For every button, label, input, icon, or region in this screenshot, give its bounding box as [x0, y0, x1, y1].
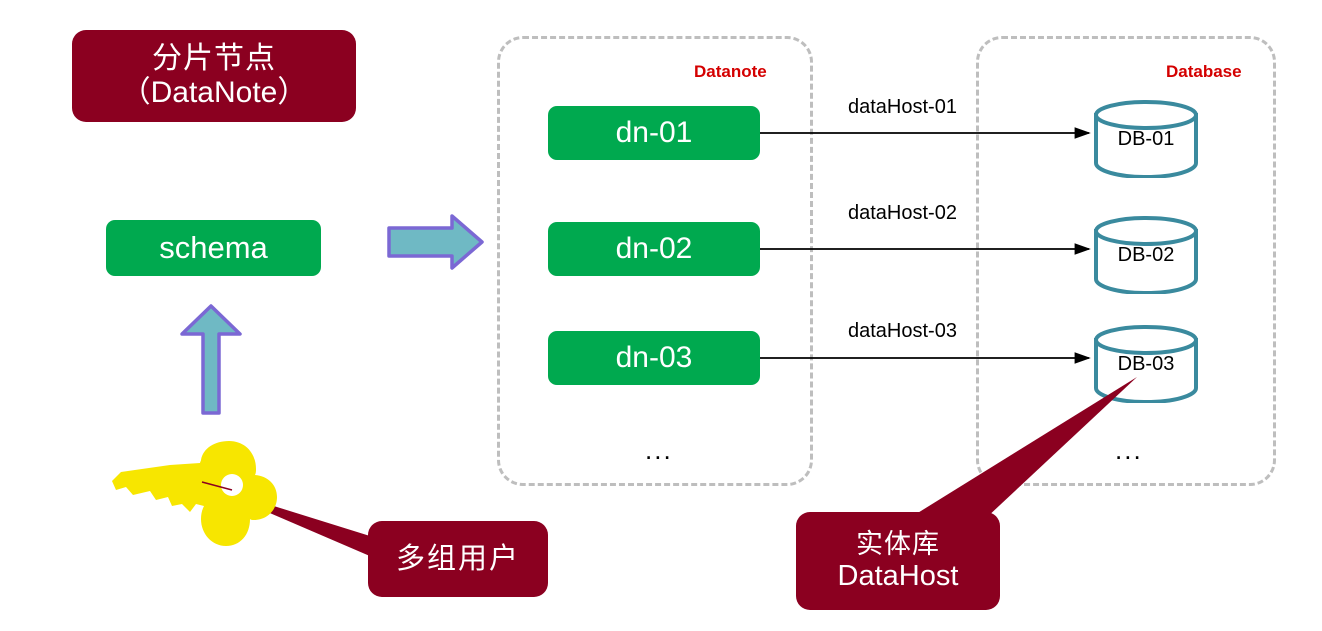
callout-datahost-en-label: DataHost: [837, 559, 959, 592]
database-group-label: Database: [1166, 62, 1242, 81]
connector-label-datahost-02: dataHost-02: [848, 202, 957, 224]
cylinder-icon: [1094, 100, 1198, 179]
datanote-group-container: [497, 36, 813, 486]
callout-users-label: 多组用户: [395, 541, 520, 576]
title-block-en-label: （DataNote）: [120, 76, 308, 109]
title-block-cn-label: 分片节点: [152, 41, 276, 77]
database-cylinder-db-02[interactable]: DB-02: [1092, 216, 1200, 295]
database-ellipsis: ...: [1115, 435, 1143, 465]
schema-box[interactable]: schema: [106, 220, 321, 276]
users-to-schema-arrow: [180, 304, 242, 415]
database-cylinder-db-03[interactable]: DB-03: [1092, 325, 1200, 404]
callout-users-pointer-line: [201, 481, 233, 491]
datanote-node-dn-02[interactable]: dn-02: [548, 222, 760, 276]
database-cylinder-db-01[interactable]: DB-01: [1092, 100, 1200, 179]
datanote-node-dn-01[interactable]: dn-01: [548, 106, 760, 160]
datanote-group-label: Datanote: [694, 62, 767, 81]
cylinder-icon: [1094, 325, 1198, 404]
cylinder-icon: [1094, 216, 1198, 295]
callout-datahost-cn-label: 实体库: [856, 528, 940, 560]
callout-multiple-user-groups: 多组用户: [368, 521, 548, 597]
datanote-node-dn-03[interactable]: dn-03: [548, 331, 760, 385]
title-block: 分片节点 （DataNote）: [72, 30, 356, 122]
key-icon: [112, 441, 277, 546]
datanote-ellipsis: ...: [645, 435, 673, 465]
connector-label-datahost-03: dataHost-03: [848, 320, 957, 342]
connector-label-datahost-01: dataHost-01: [848, 96, 957, 118]
callout-datahost: 实体库 DataHost: [796, 512, 1000, 610]
schema-to-datanote-arrow: [387, 214, 484, 270]
callout-users-tail: [200, 483, 386, 563]
